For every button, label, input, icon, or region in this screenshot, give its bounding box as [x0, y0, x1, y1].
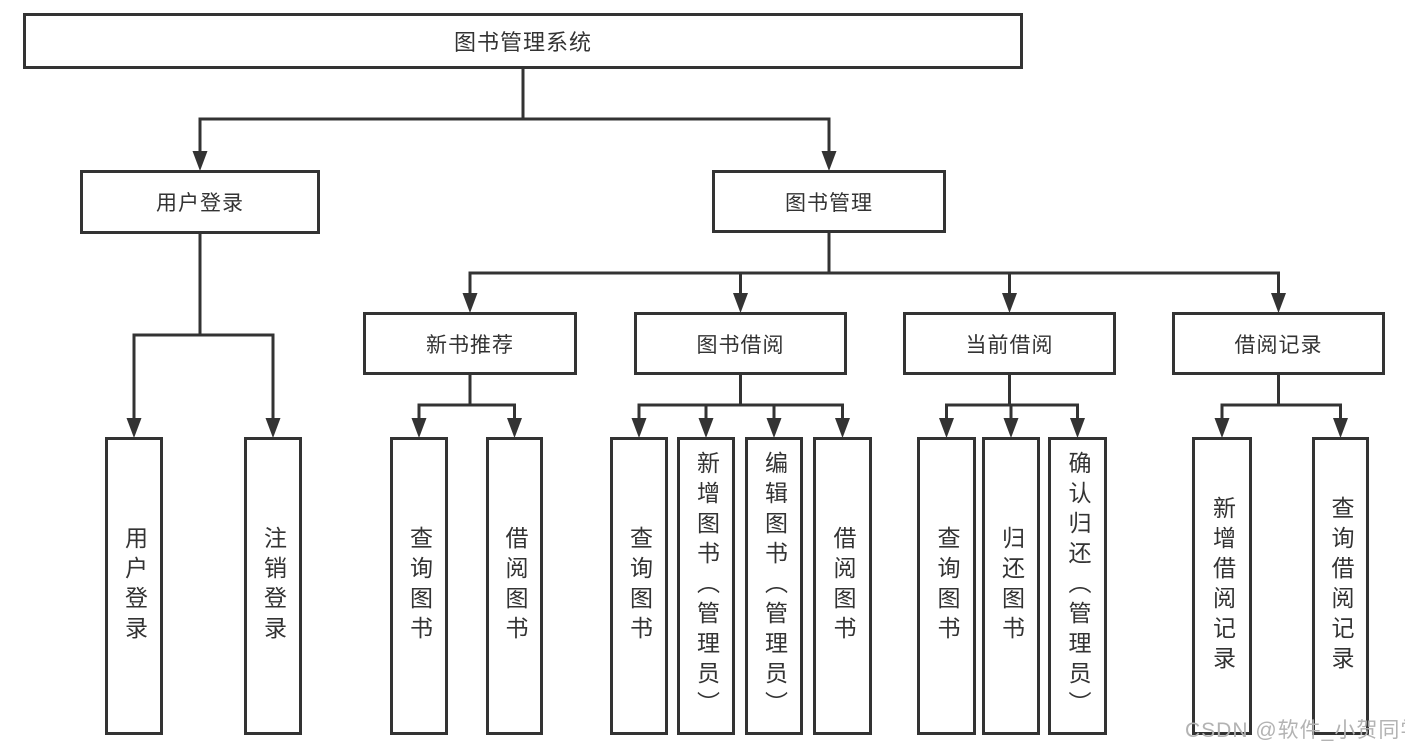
- node-new-book-rec: 新书推荐: [363, 312, 577, 375]
- node-leaf-rec-add: 新增借阅记录: [1192, 437, 1252, 735]
- node-leaf-bw-borrow: 借阅图书: [813, 437, 872, 735]
- arrow-down-icon: [1070, 418, 1085, 438]
- node-leaf-nb-query: 查询图书: [390, 437, 448, 735]
- arrow-down-icon: [733, 293, 748, 313]
- node-leaf-logout: 注销登录: [244, 437, 302, 735]
- arrow-down-icon: [1333, 418, 1348, 438]
- node-leaf-bw-query: 查询图书: [610, 437, 668, 735]
- arrow-down-icon: [192, 151, 208, 171]
- arrow-down-icon: [698, 418, 714, 438]
- node-borrow-records: 借阅记录: [1172, 312, 1385, 375]
- arrow-down-icon: [631, 418, 647, 438]
- node-leaf-rec-query: 查询借阅记录: [1312, 437, 1369, 735]
- arrow-down-icon: [126, 418, 142, 438]
- arrow-down-icon: [507, 418, 522, 438]
- arrow-down-icon: [1002, 293, 1017, 313]
- arrow-down-icon: [766, 418, 782, 438]
- arrow-down-icon: [411, 418, 427, 438]
- node-book-mgmt: 图书管理: [712, 170, 946, 233]
- arrow-down-icon: [835, 418, 850, 438]
- arrow-down-icon: [1214, 418, 1230, 438]
- arrow-down-icon: [1003, 418, 1019, 438]
- node-book-borrow: 图书借阅: [634, 312, 847, 375]
- node-leaf-cur-query: 查询图书: [917, 437, 976, 735]
- arrow-down-icon: [1271, 293, 1286, 313]
- arrow-down-icon: [265, 418, 281, 438]
- node-user-login: 用户登录: [80, 170, 320, 234]
- node-leaf-cur-confirm: 确认归还（管理员）: [1048, 437, 1107, 735]
- arrow-down-icon: [939, 418, 954, 438]
- node-leaf-bw-add: 新增图书（管理员）: [677, 437, 735, 735]
- node-leaf-login: 用户登录: [105, 437, 163, 735]
- node-leaf-bw-edit: 编辑图书（管理员）: [745, 437, 803, 735]
- arrow-down-icon: [821, 151, 837, 171]
- node-root: 图书管理系统: [23, 13, 1023, 69]
- node-current-borrow: 当前借阅: [903, 312, 1116, 375]
- node-leaf-nb-borrow: 借阅图书: [486, 437, 543, 735]
- node-leaf-cur-return: 归还图书: [982, 437, 1040, 735]
- arrow-down-icon: [462, 293, 478, 313]
